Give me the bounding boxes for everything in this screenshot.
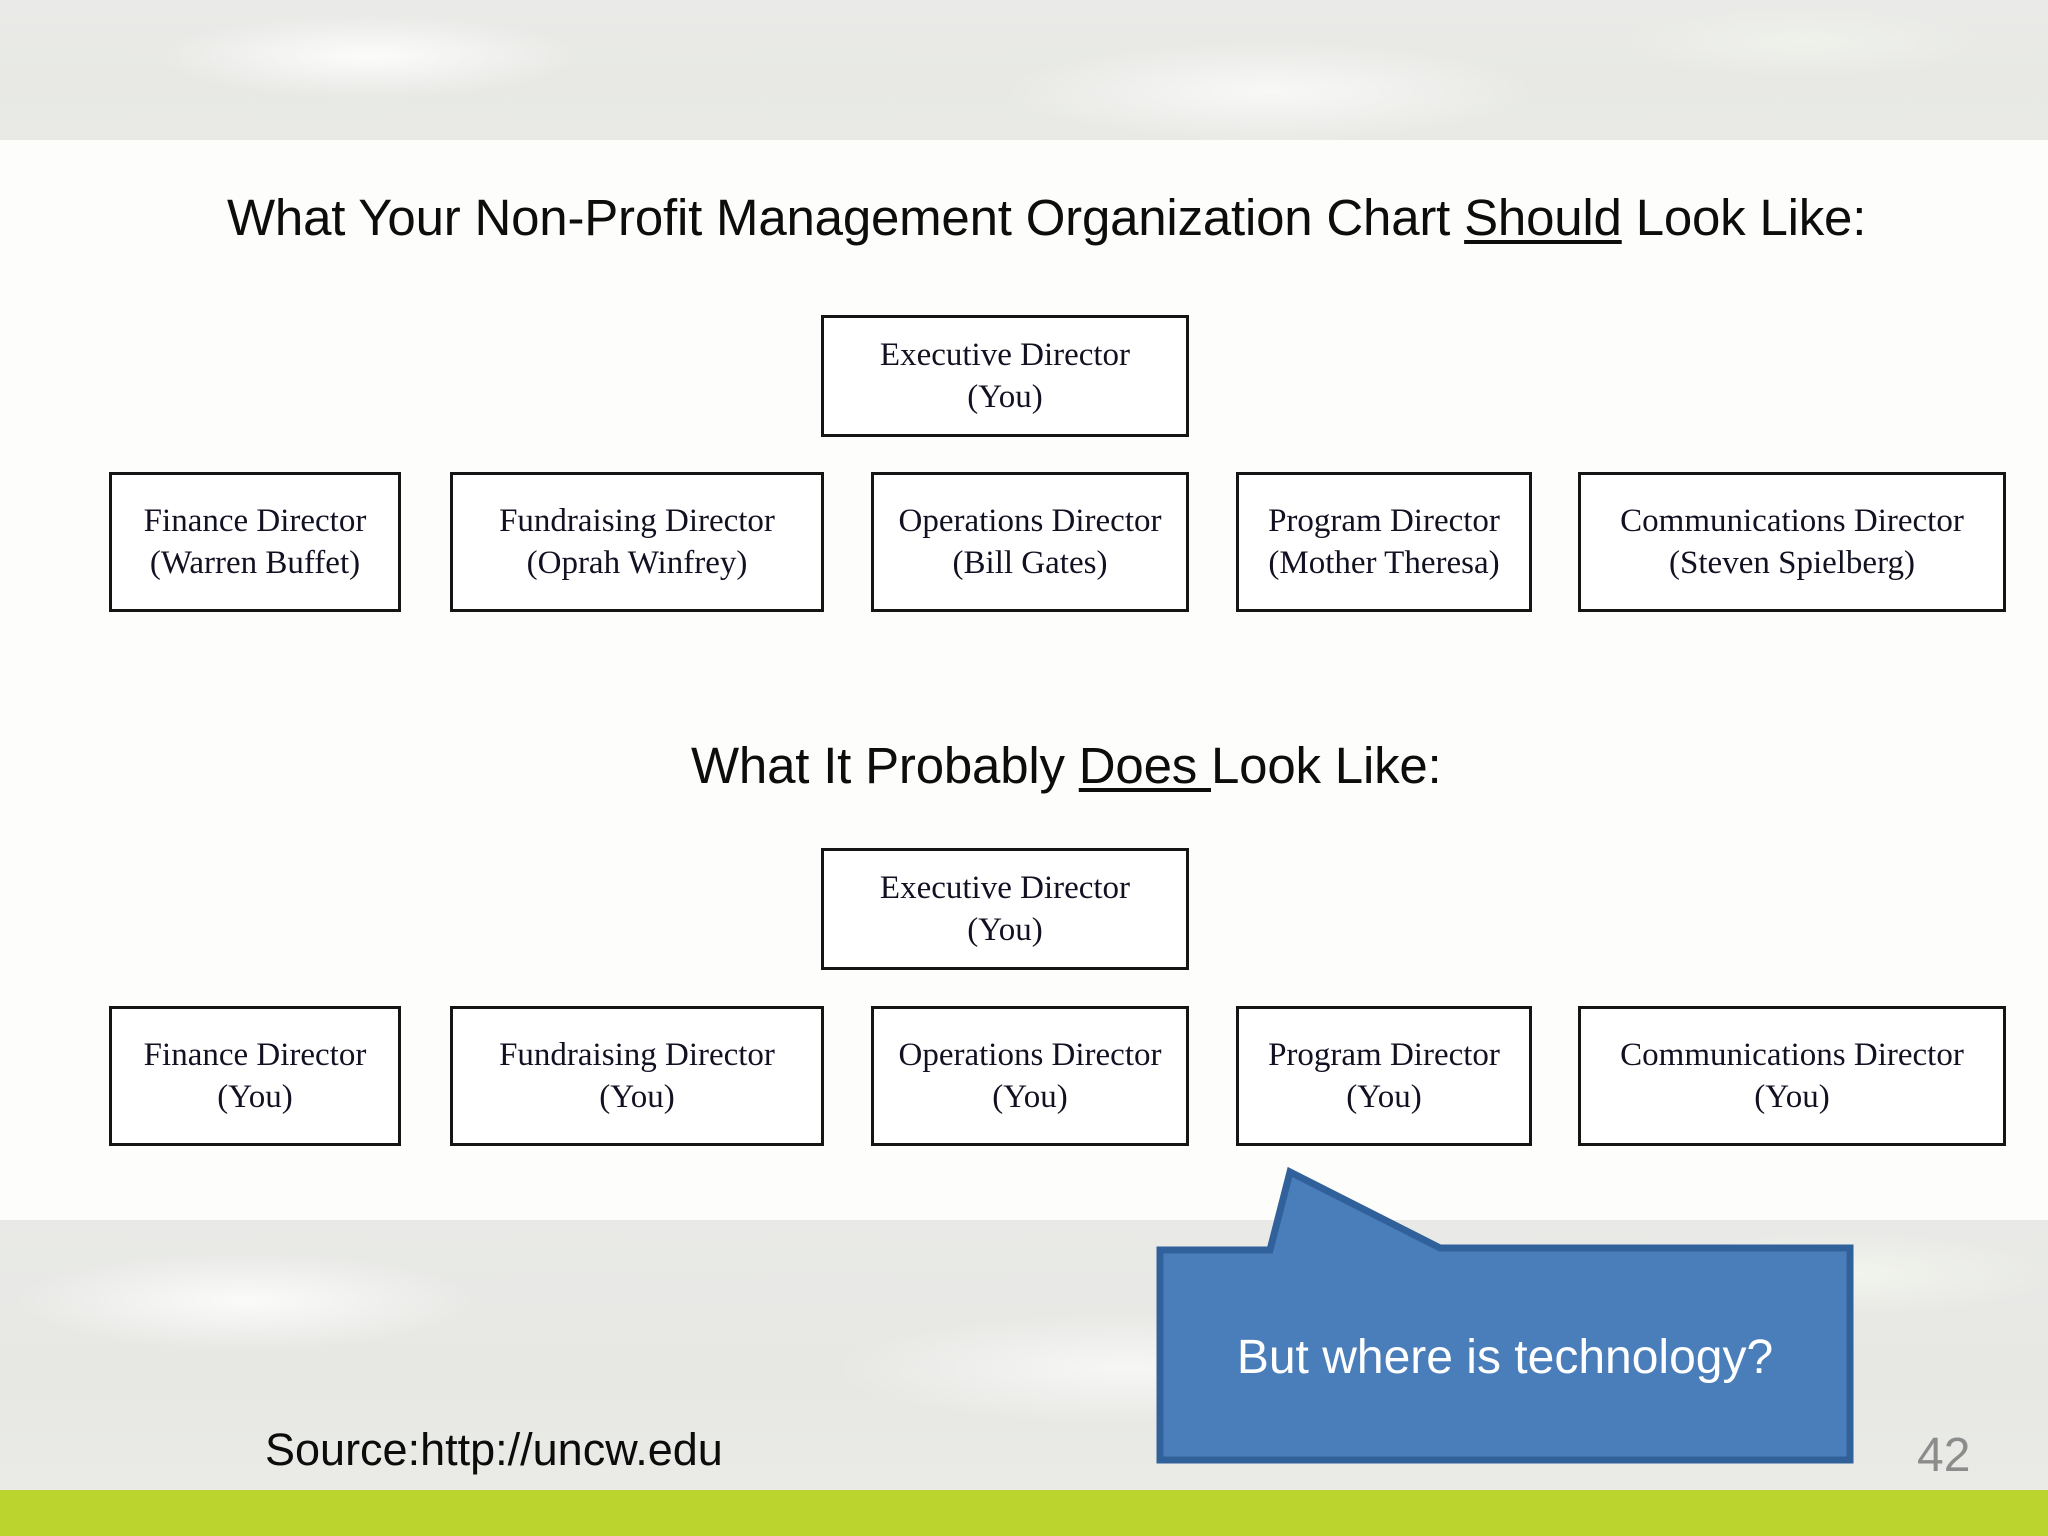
callout-shape-icon: [1156, 1166, 1854, 1464]
heading-does-suffix: Look Like:: [1211, 737, 1442, 794]
orgbox-name: (Steven Spielberg): [1669, 545, 1915, 581]
heading-does-emphasis: Does: [1078, 737, 1212, 794]
orgbox-title: Communications Director: [1620, 502, 1964, 539]
orgbox-title: Program Director: [1268, 502, 1500, 539]
orgbox-name: (Oprah Winfrey): [526, 545, 748, 581]
orgbox-should-program: Program Director (Mother Theresa): [1236, 472, 1532, 612]
top-decorative-band: [0, 0, 2048, 140]
orgbox-should-operations: Operations Director (Bill Gates): [871, 472, 1189, 612]
orgbox-name: (You): [599, 1079, 675, 1115]
heading-should-suffix: Look Like:: [1621, 189, 1867, 246]
orgbox-name: (You): [1346, 1079, 1422, 1115]
orgbox-should-fundraising: Fundraising Director (Oprah Winfrey): [450, 472, 824, 612]
orgbox-name: (You): [967, 379, 1043, 415]
orgbox-does-program: Program Director (You): [1236, 1006, 1532, 1146]
orgbox-title: Operations Director: [898, 502, 1162, 539]
orgbox-does-finance: Finance Director (You): [109, 1006, 401, 1146]
orgbox-name: (You): [1754, 1079, 1830, 1115]
orgbox-title: Executive Director: [879, 869, 1131, 906]
orgbox-does-fundraising: Fundraising Director (You): [450, 1006, 824, 1146]
orgbox-should-finance: Finance Director (Warren Buffet): [109, 472, 401, 612]
orgbox-title: Fundraising Director: [499, 502, 775, 539]
orgbox-name: (You): [992, 1079, 1068, 1115]
orgbox-title: Operations Director: [898, 1036, 1162, 1073]
page-number: 42: [1917, 1429, 1971, 1482]
heading-does: What It Probably Does Look Like:: [691, 736, 1442, 795]
orgbox-name: (You): [217, 1079, 293, 1115]
orgbox-name: (Bill Gates): [952, 545, 1108, 581]
orgbox-does-communications: Communications Director (You): [1578, 1006, 2006, 1146]
callout-bubble: [1150, 1160, 1860, 1470]
bottom-accent-bar: [0, 1490, 2048, 1536]
orgbox-title: Finance Director: [143, 502, 367, 539]
orgbox-title: Executive Director: [879, 336, 1131, 373]
orgbox-should-root: Executive Director (You): [821, 315, 1189, 437]
orgbox-title: Communications Director: [1620, 1036, 1964, 1073]
heading-should-prefix: What Your Non-Profit Management Organiza…: [227, 189, 1465, 246]
orgbox-name: (Warren Buffet): [149, 545, 361, 581]
orgbox-title: Fundraising Director: [499, 1036, 775, 1073]
source-label: Source:http://uncw.edu: [265, 1424, 723, 1475]
orgbox-does-operations: Operations Director (You): [871, 1006, 1189, 1146]
orgbox-name: (Mother Theresa): [1268, 545, 1500, 581]
heading-should: What Your Non-Profit Management Organiza…: [227, 188, 1866, 247]
orgbox-title: Finance Director: [143, 1036, 367, 1073]
heading-should-emphasis: Should: [1464, 189, 1622, 246]
orgbox-does-root: Executive Director (You): [821, 848, 1189, 970]
heading-does-prefix: What It Probably: [691, 737, 1079, 794]
orgbox-name: (You): [967, 912, 1043, 948]
orgbox-should-communications: Communications Director (Steven Spielber…: [1578, 472, 2006, 612]
orgbox-title: Program Director: [1268, 1036, 1500, 1073]
